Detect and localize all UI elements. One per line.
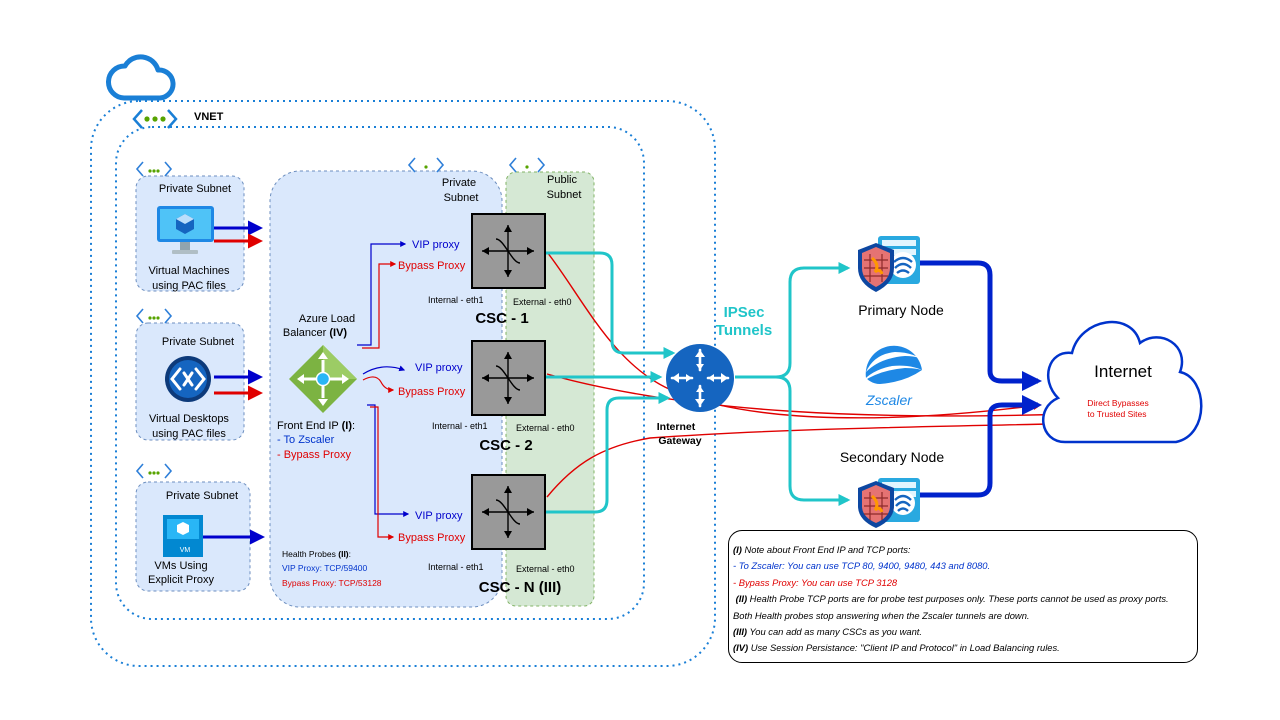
firewall-server-icon <box>858 236 920 292</box>
vm-badge: VM <box>180 547 191 554</box>
frontend-zscaler: - To Zscaler <box>277 434 335 446</box>
csc-1-internal: Internal - eth1 <box>428 295 484 305</box>
subnet-public-label-2: Subnet <box>547 189 582 201</box>
note-2: (II) Health Probe TCP ports are for prob… <box>735 593 1169 605</box>
ipsec-label-2: Tunnels <box>716 322 772 339</box>
internet-cloud-icon <box>1042 320 1203 444</box>
subnet-vd-label: Private Subnet <box>162 336 234 348</box>
vnet-chevron-icon <box>132 109 178 129</box>
vm-icon: VM <box>163 515 203 557</box>
subnet-vd-desc-2: using PAC files <box>152 428 226 440</box>
bypass-sites-1: Direct Bypasses <box>1087 398 1148 408</box>
zscaler-brand: Zscaler <box>865 392 913 408</box>
csc-n-box <box>471 474 546 550</box>
notes-box: (I) Note about Front End IP and TCP port… <box>728 530 1198 663</box>
gateway-label-1: Internet <box>657 421 696 433</box>
internet-label: Internet <box>1094 362 1152 381</box>
csc-1-name: CSC - 1 <box>475 310 528 327</box>
subnet-lb-label-2: Subnet <box>444 192 479 204</box>
bypass-line-csc1 <box>546 251 1042 419</box>
flow-vip-label-1: VIP proxy <box>412 239 460 251</box>
frontend-bypass: - Bypass Proxy <box>277 449 351 461</box>
bypass-sites-2: to Trusted Sites <box>1087 409 1146 419</box>
subnet-vd-desc-1: Virtual Desktops <box>149 413 229 425</box>
note-4: (IV) Use Session Persistance: "Client IP… <box>733 642 1060 654</box>
note-1: (I) Note about Front End IP and TCP port… <box>733 544 911 555</box>
zscaler-logo-icon <box>862 345 928 384</box>
subnet-explicit-label: Private Subnet <box>166 490 238 502</box>
vnet-outer-boundary <box>90 100 716 667</box>
load-balancer-icon <box>289 345 357 413</box>
vnet-label: VNET <box>194 111 224 123</box>
subnet-vm-desc-1: Virtual Machines <box>148 265 230 277</box>
csc-1-box <box>471 213 546 289</box>
primary-to-internet <box>918 260 1042 391</box>
flow-bypass-csc1 <box>362 261 397 349</box>
flow-bypass-label-1: Bypass Proxy <box>398 260 466 272</box>
monitor-icon <box>157 206 214 254</box>
flow-vip-label-3: VIP proxy <box>415 510 463 522</box>
firewall-server-icon <box>858 478 920 528</box>
secondary-node-label: Secondary Node <box>840 449 945 465</box>
ipsec-label-1: IPSec <box>724 304 765 321</box>
flow-vip-label-2: VIP proxy <box>415 362 463 374</box>
tunnel-csc1 <box>545 251 676 359</box>
router-icon <box>666 344 734 412</box>
flow-vip-cscn <box>367 404 410 517</box>
tunnel-secondary <box>735 375 851 506</box>
note-1-zscaler: - To Zscaler: You can use TCP 80, 9400, … <box>733 560 991 572</box>
health-bypass: Bypass Proxy: TCP/53128 <box>282 578 382 588</box>
lb-name-1: Azure Load <box>299 313 355 325</box>
subnet-vm-desc-2: using PAC files <box>152 280 226 292</box>
vnet-inner-boundary <box>115 126 645 620</box>
flow-bypass-csc2 <box>362 376 395 393</box>
tunnel-cscn <box>545 392 671 514</box>
subnet-lb <box>269 170 503 608</box>
subnet-lb-label-1: Private <box>442 177 476 189</box>
flow-bypass-cscn <box>370 406 395 540</box>
note-3: (III) You can add as many CSCs as you wa… <box>733 626 922 638</box>
csc-1-external: External - eth0 <box>513 297 572 307</box>
bypass-line-cscn <box>546 418 1092 498</box>
subnet-explicit-desc-2: Explicit Proxy <box>148 574 215 586</box>
flow-bypass-label-3: Bypass Proxy <box>398 532 466 544</box>
csc-n-external: External - eth0 <box>516 564 575 574</box>
remote-desktop-icon <box>165 356 211 402</box>
flow-vip-csc1 <box>357 241 407 346</box>
gateway-label-2: Gateway <box>658 435 701 447</box>
health-vip: VIP Proxy: TCP/59400 <box>282 563 367 573</box>
primary-node-label: Primary Node <box>858 302 944 318</box>
subnet-explicit-desc-1: VMs Using <box>154 560 207 572</box>
note-2b: Both Health probes stop answering when t… <box>733 609 1030 621</box>
frontend-title: Front End IP (I): <box>277 420 355 432</box>
flow-vip-csc2 <box>362 365 406 375</box>
csc-n-internal: Internal - eth1 <box>428 562 484 572</box>
csc-2-name: CSC - 2 <box>479 437 532 454</box>
csc-2-box <box>471 340 546 416</box>
subnet-public-label-1: Public <box>547 174 577 186</box>
subnet-vm-label: Private Subnet <box>159 183 231 195</box>
note-1-bypass: - Bypass Proxy: You can use TCP 3128 <box>733 576 898 588</box>
flow-bypass-label-2: Bypass Proxy <box>398 386 466 398</box>
csc-2-internal: Internal - eth1 <box>432 421 488 431</box>
subnet-chevron-icon <box>135 157 546 479</box>
health-title: Health Probes (II): <box>282 549 351 559</box>
csc-n-name: CSC - N (III) <box>479 579 562 596</box>
lb-name-2: Balancer (IV) <box>283 327 348 339</box>
secondary-to-internet <box>918 395 1042 498</box>
csc-2-external: External - eth0 <box>516 423 575 433</box>
cloud-vnet-icon <box>106 54 176 101</box>
